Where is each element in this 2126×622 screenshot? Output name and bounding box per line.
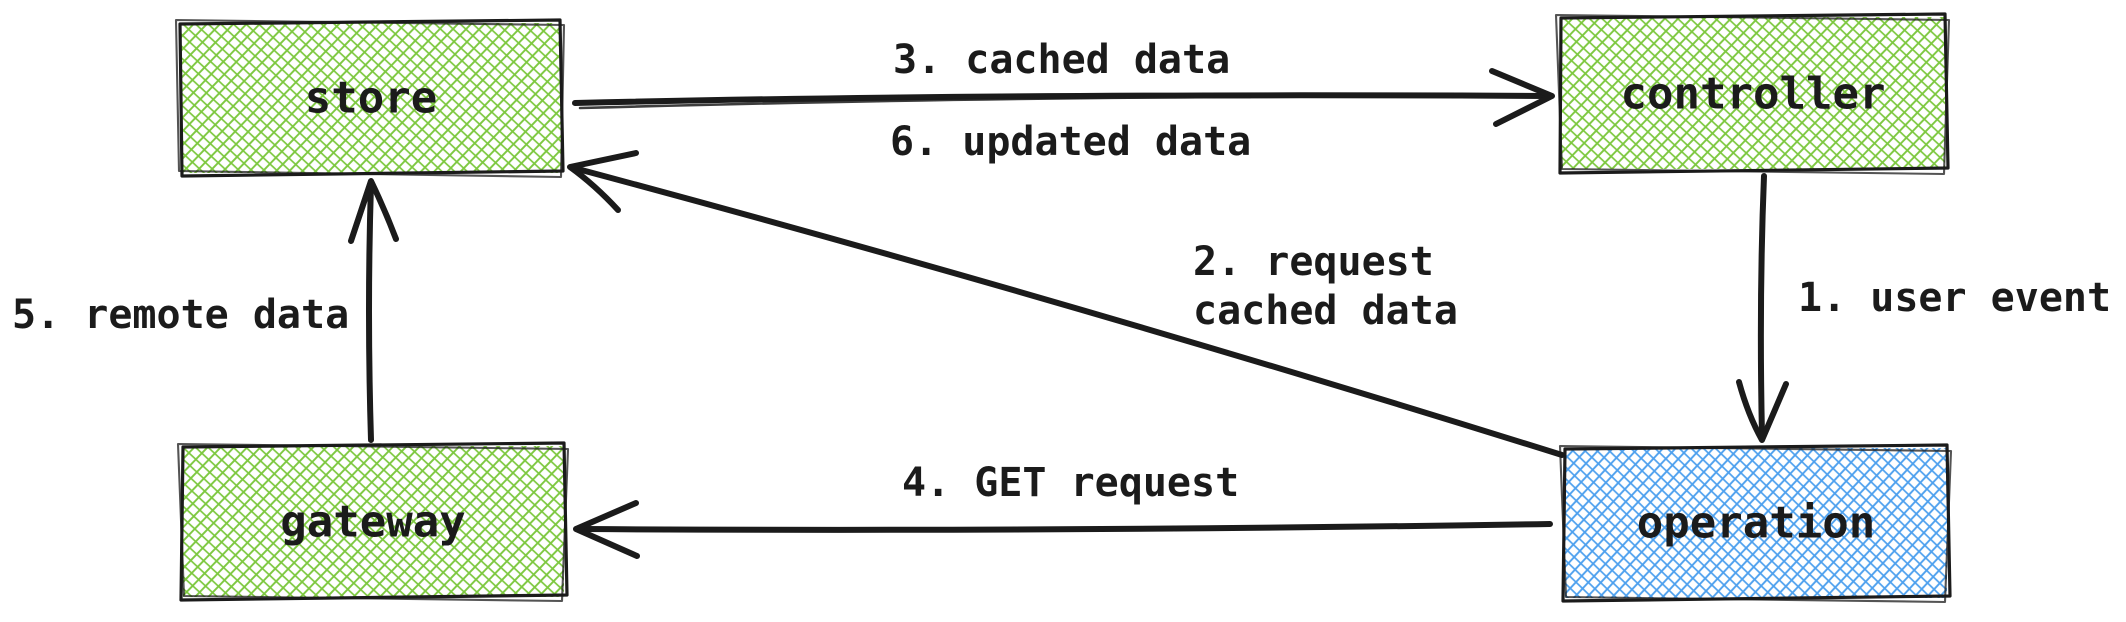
operation-node: operation (1558, 443, 1953, 604)
arrow-store-to-controller-line (572, 92, 1551, 106)
arrow-gateway-to-store (348, 178, 399, 443)
operation-node-border-overdraw (1558, 444, 1953, 604)
store-node-border (178, 18, 565, 178)
edge-label-request-cached-data-line1: 2. request (1193, 239, 1434, 285)
arrow-operation-to-store-head (567, 150, 639, 213)
edge-label-remote-data: 5. remote data (12, 292, 349, 338)
controller-node-border-overdraw (1554, 13, 1951, 176)
arrow-operation-to-store (567, 150, 1565, 458)
store-node: store (174, 18, 566, 179)
arrow-gateway-to-store-head (348, 178, 399, 244)
arrow-store-to-controller-overdraw (578, 95, 1252, 110)
gateway-node-border-overdraw (176, 442, 570, 603)
edge-label-updated-data: 6. updated data (890, 119, 1251, 165)
arrow-controller-to-operation-head (1736, 379, 1789, 443)
arrow-operation-to-gateway-head (573, 500, 640, 559)
arrow-controller-to-operation (1736, 173, 1789, 443)
edge-label-cached-data: 3. cached data (893, 37, 1230, 83)
edge-label-request-cached-data-line2: cached data (1193, 288, 1458, 334)
arrow-store-to-controller (572, 68, 1555, 127)
operation-label: operation (1637, 498, 1875, 549)
operation-node-hatch-fill-cross (1565, 448, 1947, 598)
arrow-gateway-to-store-line (366, 181, 374, 443)
edge-label-user-event: 1. user event (1798, 275, 2111, 321)
arrow-operation-to-gateway (573, 500, 1553, 559)
gateway-node-hatch-fill-cross (183, 446, 564, 597)
controller-node: controller (1554, 12, 1951, 176)
store-node-hatch-fill-cross (181, 23, 561, 173)
edge-label-get-request: 4. GET request (902, 460, 1239, 506)
controller-node-hatch-fill-cross (1561, 17, 1945, 169)
arrow-operation-to-gateway-line (577, 521, 1553, 533)
gateway-node: gateway (176, 441, 570, 603)
store-label: store (305, 73, 437, 124)
controller-label: controller (1621, 69, 1886, 120)
edge-label-request-cached-data: 2. request cached data (1189, 235, 1462, 338)
arrow-controller-to-operation-line (1757, 173, 1767, 439)
store-node-border-overdraw (174, 18, 566, 179)
arrow-operation-to-store-line (571, 165, 1565, 458)
arrow-store-to-controller-head (1489, 68, 1555, 127)
gateway-label: gateway (280, 497, 465, 548)
